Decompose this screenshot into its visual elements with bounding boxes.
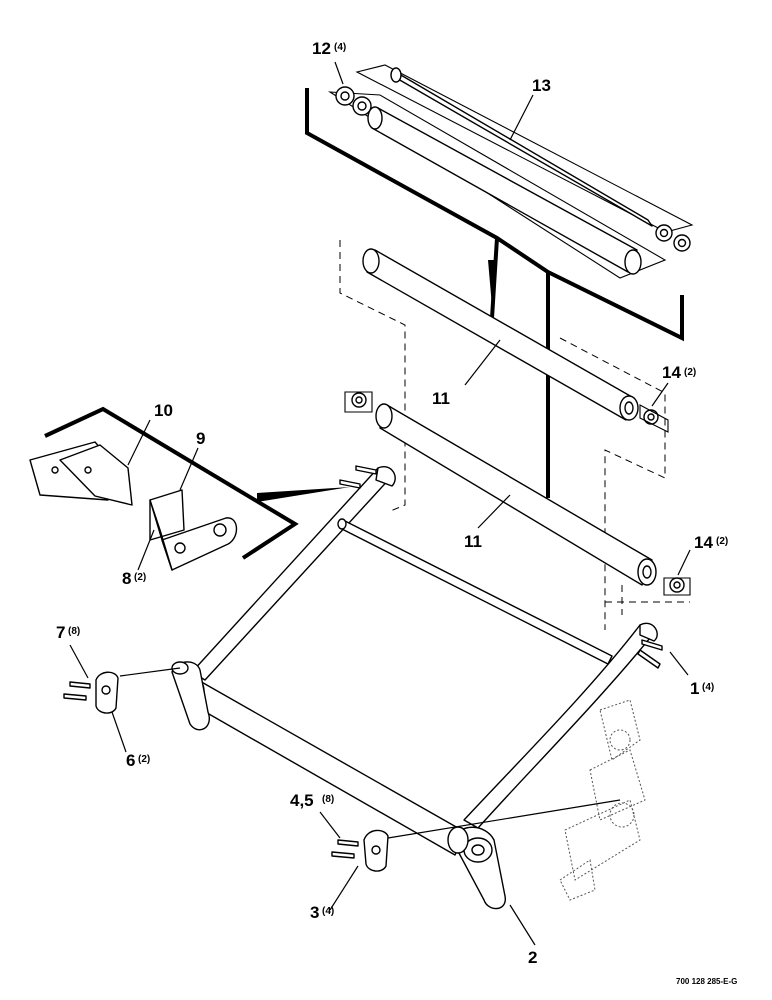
- callout-number: 1: [690, 679, 699, 698]
- callout-quantity: (2): [134, 572, 146, 583]
- callout-number: 6: [126, 751, 135, 770]
- callout-8: 8 (2): [122, 569, 146, 588]
- callout-quantity: (2): [716, 536, 728, 547]
- callout-14-lower: 14 (2): [694, 533, 728, 552]
- callout-number: 13: [532, 76, 551, 95]
- frame-assembly-2: [171, 465, 663, 910]
- callout-number: 12: [312, 39, 331, 58]
- callout-number: 11: [432, 389, 450, 408]
- callout-number: 3: [310, 903, 319, 922]
- callout-quantity: (8): [322, 794, 334, 805]
- callout-quantity: (4): [334, 42, 346, 53]
- callout-2: 2: [528, 948, 537, 967]
- callout-quantity: (4): [702, 682, 714, 693]
- callout-number: 14: [694, 533, 713, 552]
- callout-number: 8: [122, 569, 131, 588]
- roller-11-upper: [362, 248, 669, 433]
- group-bracket-lines: [44, 88, 684, 560]
- callout-number: 9: [196, 429, 205, 448]
- callout-7: 7 (8): [56, 623, 80, 642]
- callout-13: 13: [532, 76, 551, 95]
- callout-11-lower: 11: [464, 532, 482, 551]
- callout-quantity: (8): [68, 626, 80, 637]
- mounting-bracket-10: [29, 441, 133, 506]
- reference-lines: [119, 667, 621, 839]
- callout-number: 7: [56, 623, 65, 642]
- dashed-reference-outlines: [339, 240, 690, 630]
- roller-11-lower: [344, 391, 691, 596]
- clamp-cap-3: [331, 829, 389, 872]
- callout-number: 4,5: [290, 791, 314, 810]
- callout-number: 10: [154, 401, 173, 420]
- clamp-cap-6: [63, 671, 119, 714]
- callout-quantity: (4): [322, 906, 334, 917]
- callout-number: 11: [464, 532, 482, 551]
- callout-9: 9: [196, 429, 205, 448]
- callout-11-upper: 11: [432, 389, 450, 408]
- callout-14-upper: 14 (2): [662, 363, 696, 382]
- callout-4-5: 4,5 (8): [290, 791, 334, 810]
- callout-12: 12 (4): [312, 39, 346, 58]
- callout-6: 6 (2): [126, 751, 150, 770]
- linkage-reference-ghost: [559, 699, 646, 901]
- callout-3: 3 (4): [310, 903, 334, 922]
- callout-quantity: (2): [684, 367, 696, 378]
- callout-1: 1 (4): [690, 679, 714, 698]
- callout-number: 14: [662, 363, 681, 382]
- plate-9-bracket-8: [149, 489, 238, 571]
- callout-10: 10: [154, 401, 173, 420]
- figure-number: 700 128 285-E-G: [676, 977, 737, 986]
- callout-quantity: (2): [138, 754, 150, 765]
- roller-13-assembly: [327, 64, 694, 279]
- callout-leaders: [69, 61, 691, 946]
- callout-number: 2: [528, 948, 537, 967]
